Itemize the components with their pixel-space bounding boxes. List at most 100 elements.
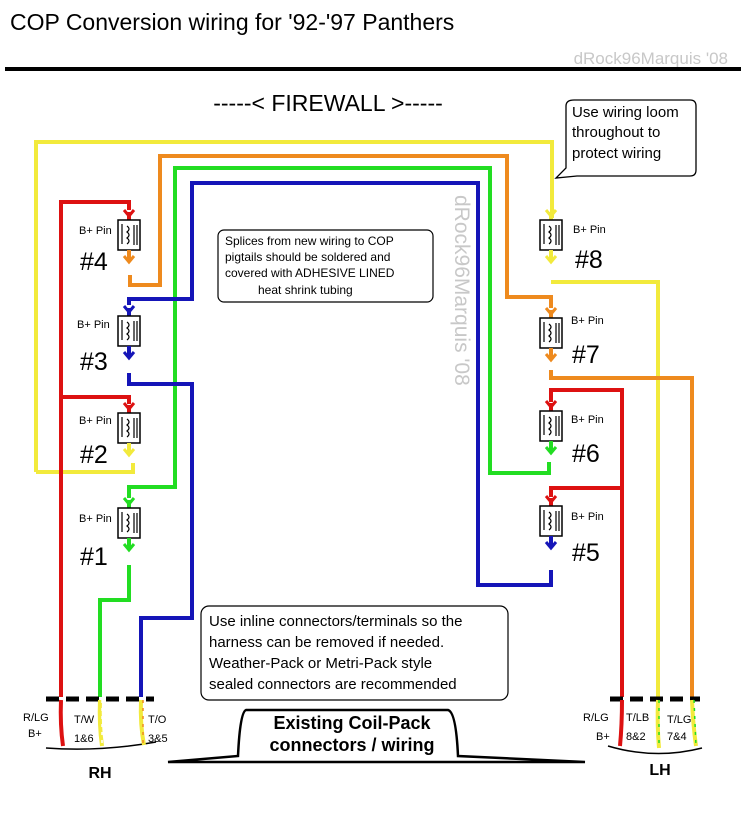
rh-wire-1-fn: B+ (28, 728, 42, 740)
rh-wire-2-fn: 1&6 (74, 733, 94, 745)
coil-6-bplus-label: B+ Pin (571, 414, 604, 426)
coil-2-top-arrow (122, 402, 136, 412)
note-loom: Use wiring loom throughout to protect wi… (554, 99, 697, 179)
coil-5-winding (543, 510, 560, 531)
coil-8-winding (543, 224, 560, 245)
coil-4-winding (121, 224, 138, 245)
wire-blue-rh (127, 373, 194, 697)
coil-8-bottom-arrow (544, 255, 558, 265)
coil-1-top-arrow (122, 497, 136, 507)
coil-7-bottom-arrow (544, 353, 558, 363)
coil-4-top-arrow (122, 209, 136, 219)
coil-7: B+ Pin #7 (539, 307, 604, 369)
coil-7-label: #7 (572, 341, 600, 369)
coil-3-bottom-arrow (122, 351, 136, 361)
coil-8: B+ Pin#8 (539, 209, 606, 274)
note-loom-line-2: throughout to (572, 124, 660, 141)
note-inline-box (200, 605, 509, 701)
coil-7-winding (543, 322, 560, 343)
lh-wire-2-fn: 8&2 (626, 731, 646, 743)
coil-8-bplus-label: B+ Pin (573, 224, 606, 236)
connector-lh: R/LG B+ T/LB 8&2 T/LG 7&4 LH (583, 696, 703, 779)
coil-1-winding (121, 512, 138, 533)
lh-wire-3-fn: 7&4 (667, 731, 687, 743)
coil-2-winding (121, 417, 138, 438)
coil-6-winding (543, 415, 560, 436)
title-rule (5, 67, 741, 71)
note-splices-line-3: covered with ADHESIVE LINED (225, 266, 395, 280)
coil-3-top-arrow (122, 305, 136, 315)
coil-6-label: #6 (572, 440, 600, 468)
note-splices-line-4: heat shrink tubing (258, 283, 353, 297)
watermark-vertical: dRock96Marquis '08 (450, 195, 473, 386)
coil-4-label: #4 (80, 248, 108, 276)
wire-orange-lh (549, 370, 694, 697)
coil-5-label: #5 (572, 539, 600, 567)
wire-red-rh (59, 200, 131, 697)
note-inline-line-2: harness can be removed if needed. (209, 634, 444, 651)
note-splices-box (217, 229, 434, 303)
rh-wire-3-fn: 3&5 (148, 733, 168, 745)
coil-layer: B+ Pin#4B+ Pin#3B+ Pin#2B+ Pin#1B+ Pin#8… (77, 209, 606, 571)
coil-5-bottom-arrow (544, 541, 558, 551)
coil-5-top-arrow (544, 495, 558, 505)
wire-red-coil5-feed (549, 486, 622, 497)
coil-5: B+ Pin #5 (539, 495, 604, 567)
existing-wiring-banner: Existing Coil-Pack connectors / wiring (167, 708, 586, 764)
rh-wire-1-color: R/LG (23, 712, 49, 724)
coil-2-bplus-label: B+ Pin (79, 415, 112, 427)
coil-2: B+ Pin#2 (79, 402, 141, 469)
existing-wiring-line-1: Existing Coil-Pack (273, 713, 431, 733)
wire-yellow-coil2 (36, 463, 135, 474)
note-splices: Splices from new wiring to COP pigtails … (217, 229, 434, 303)
diagram-title: COP Conversion wiring for '92-'97 Panthe… (10, 9, 454, 35)
note-inline-line-4: sealed connectors are recommended (209, 676, 457, 693)
wires (34, 140, 694, 697)
coil-6-bottom-arrow (544, 446, 558, 456)
lh-wire-1-color: R/LG (583, 712, 609, 724)
coil-6: B+ Pin #6 (539, 400, 604, 468)
wire-blue-coil3 (127, 181, 553, 587)
lh-wire-2-color: T/LB (626, 712, 649, 724)
coil-5-bplus-label: B+ Pin (571, 511, 604, 523)
coil-2-bottom-arrow (122, 448, 136, 458)
wire-yellow-coil8 (34, 140, 554, 472)
note-loom-line-1: Use wiring loom (572, 104, 679, 121)
coil-7-bplus-label: B+ Pin (571, 315, 604, 327)
lh-wire-3-color: T/LG (667, 714, 691, 726)
note-splices-line-1: Splices from new wiring to COP (225, 234, 394, 248)
coil-4-bottom-arrow (122, 255, 136, 265)
note-loom-box (554, 99, 697, 179)
coil-4-bplus-label: B+ Pin (79, 225, 112, 237)
coil-1-bplus-label: B+ Pin (79, 513, 112, 525)
coil-8-top-arrow (544, 209, 558, 219)
rh-wire-2-color: T/W (74, 714, 95, 726)
coil-6-top-arrow (544, 400, 558, 410)
wire-green-rh (98, 565, 131, 697)
coil-3: B+ Pin #3 (77, 305, 141, 376)
note-inline-line-3: Weather-Pack or Metri-Pack style (209, 655, 432, 672)
connector-rh: R/LG B+ T/W 1&6 T/O 3&5 RH (23, 696, 168, 782)
coil-3-label: #3 (80, 348, 108, 376)
note-inline: Use inline connectors/terminals so the h… (200, 605, 509, 701)
existing-wiring-box (167, 708, 586, 764)
watermark-top: dRock96Marquis '08 (574, 49, 728, 68)
wire-yellow-lh (551, 280, 660, 697)
rh-wire-3-color: T/O (148, 714, 167, 726)
wire-green-coil1 (127, 166, 551, 498)
note-loom-line-3: protect wiring (572, 145, 661, 162)
wire-red-lh (549, 388, 624, 697)
note-inline-line-1: Use inline connectors/terminals so the (209, 613, 462, 630)
connector-lh-name: LH (649, 762, 670, 779)
coil-3-bplus-label: B+ Pin (77, 319, 110, 331)
coil-1-label: #1 (80, 543, 108, 571)
wire-red-coil3-feed (61, 395, 131, 404)
connector-rh-name: RH (88, 765, 111, 782)
coil-3-winding (121, 320, 138, 341)
coil-1-bottom-arrow (122, 543, 136, 553)
connector-lh-harness (607, 745, 703, 755)
note-splices-line-2: pigtails should be soldered and (225, 250, 390, 264)
coil-1: B+ Pin #1 (79, 497, 141, 571)
coil-4: B+ Pin #4 (79, 209, 141, 276)
